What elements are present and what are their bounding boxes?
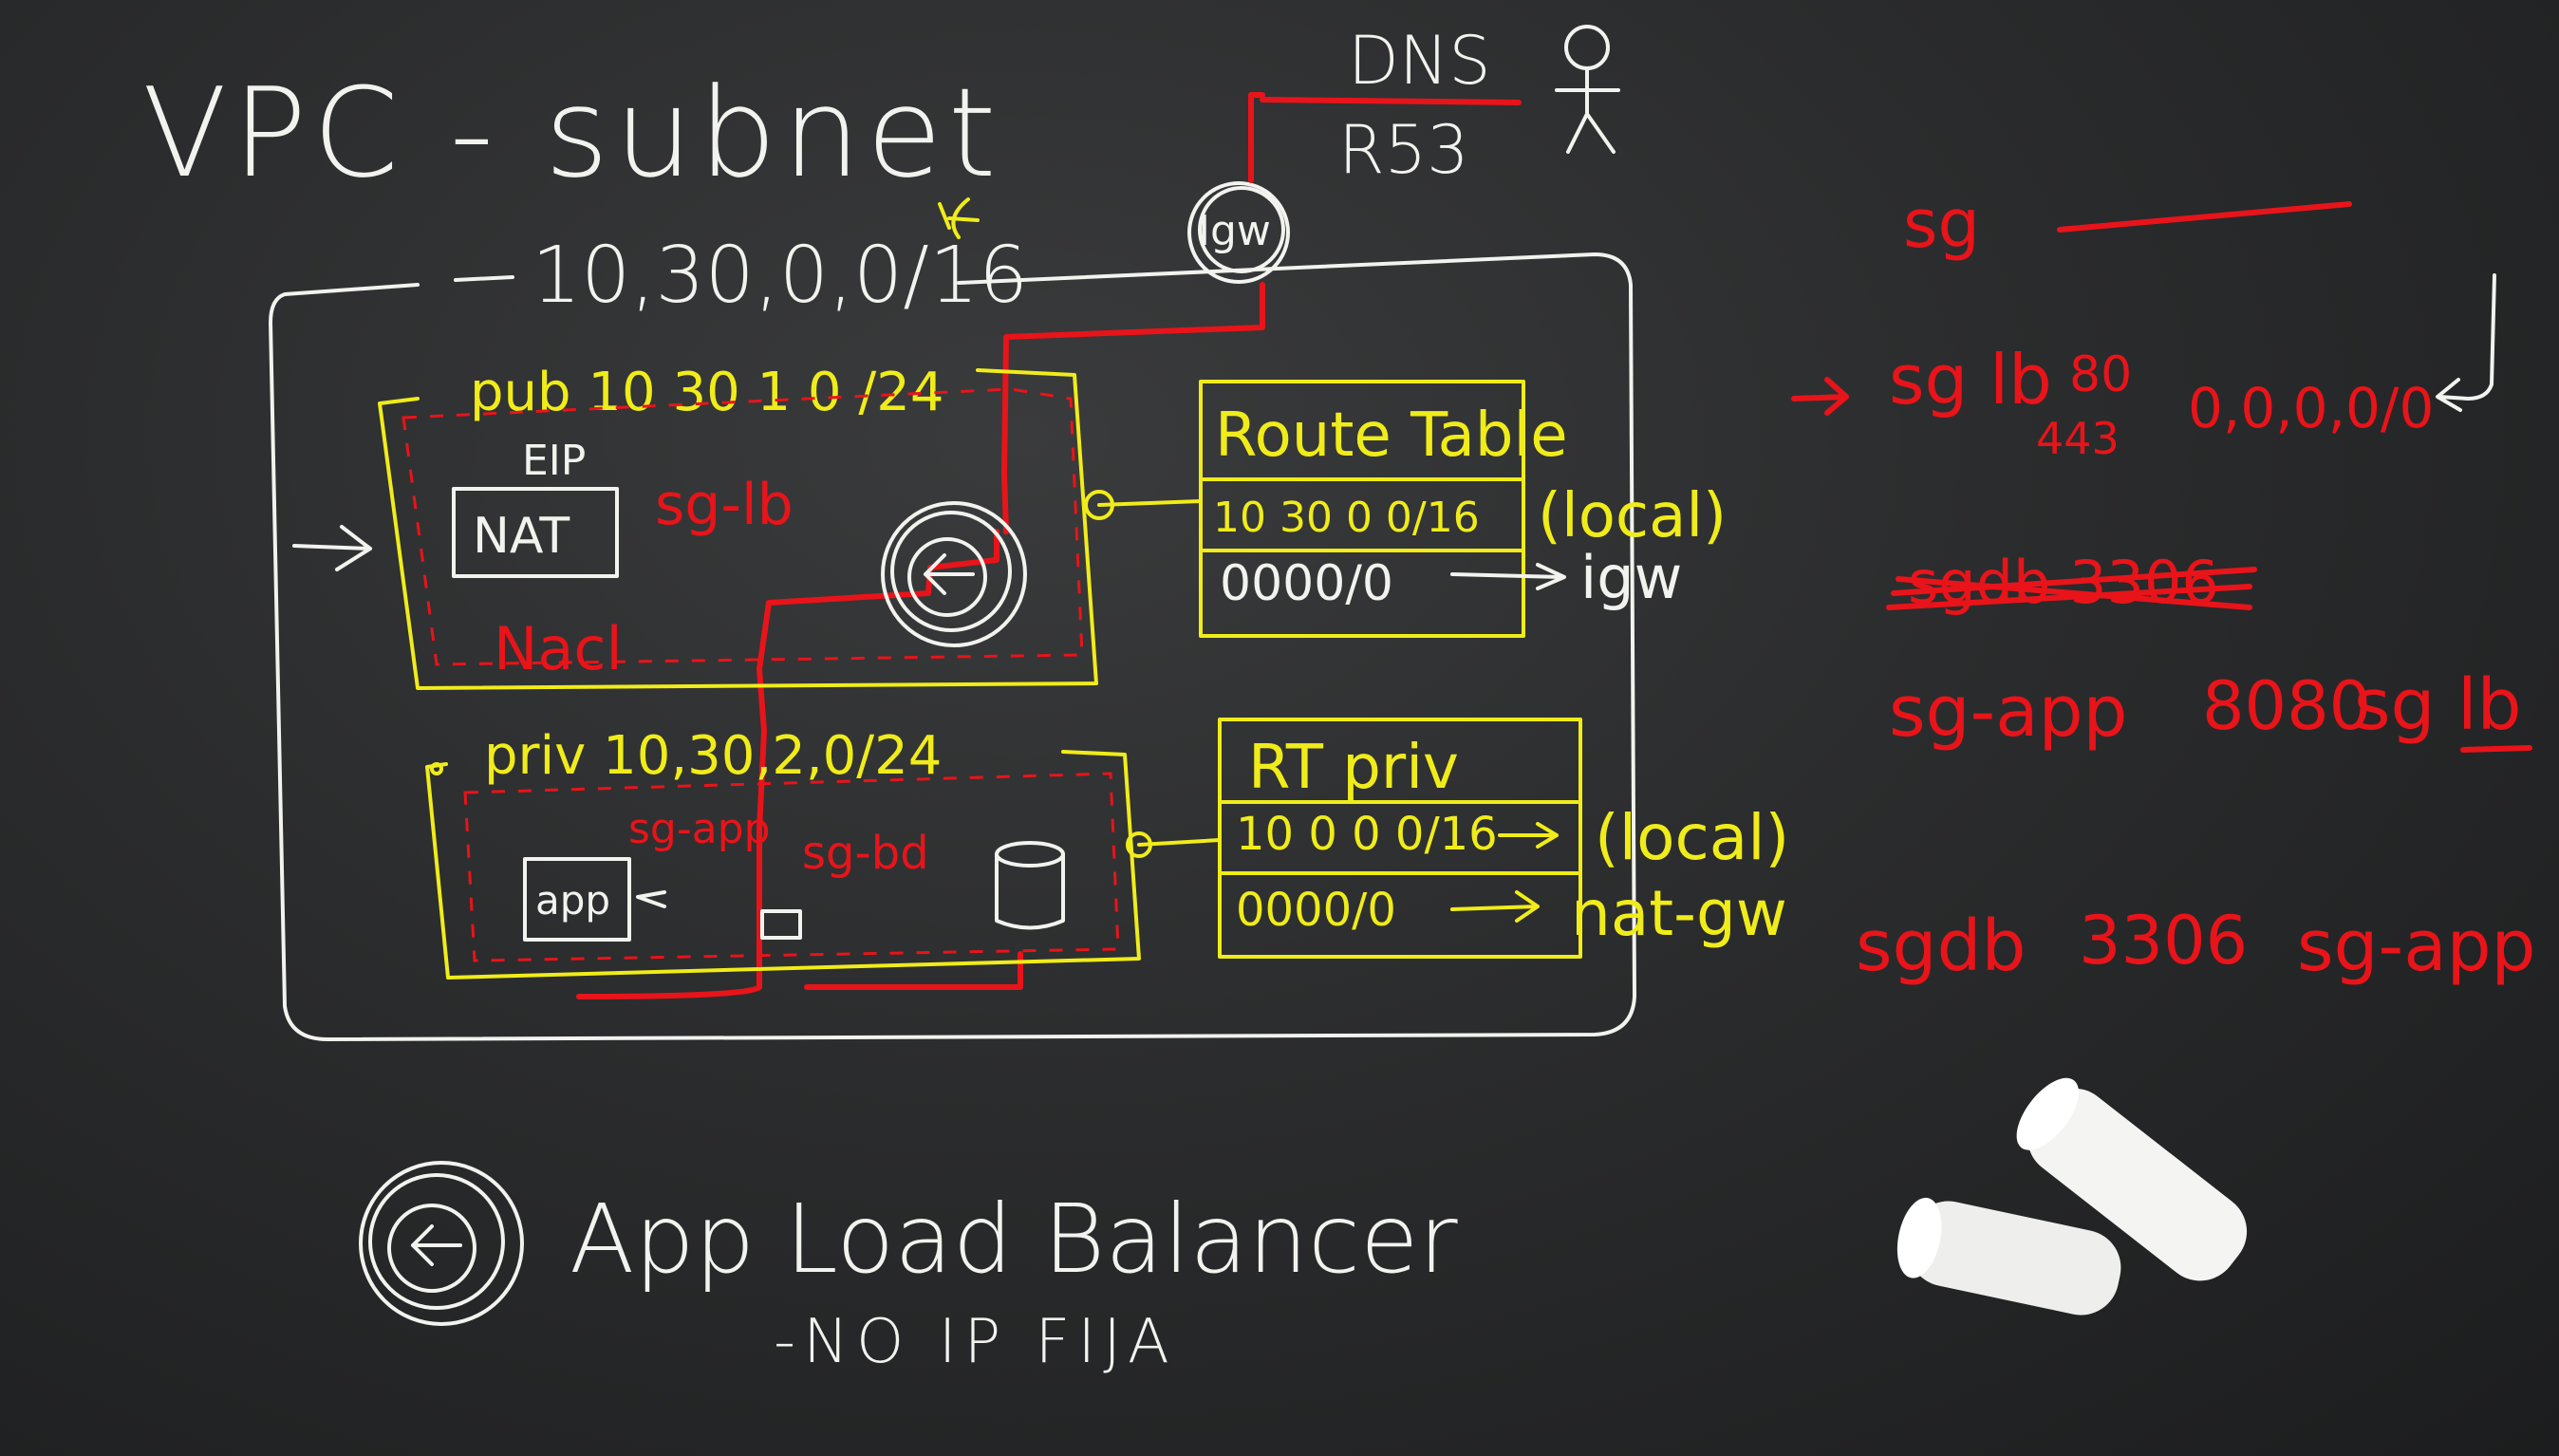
rt-priv-box	[1218, 718, 1582, 959]
sg-app-label: sg-app	[628, 805, 771, 853]
sg-lb-source: 0,0,0,0/0	[2188, 376, 2434, 440]
igw-label: Igw	[1198, 207, 1271, 255]
small-instance	[760, 909, 802, 940]
rt-row-2-target: igw	[1580, 543, 1682, 612]
vpc-cidr-dash	[454, 275, 514, 282]
route-table-box	[1199, 380, 1525, 638]
rt-row-1-target: (local)	[1538, 481, 1727, 551]
rt-priv-row-1-target: (local)	[1595, 801, 1789, 874]
rt-priv-row-2-dest: 0000/0	[1236, 884, 1396, 937]
public-rt-connector-dot	[1084, 490, 1114, 520]
nat-gateway-box	[452, 487, 619, 578]
public-subnet-boundary	[378, 368, 1098, 690]
private-rt-connector-dot	[1126, 831, 1152, 858]
sg-app-source-underline	[2460, 745, 2532, 753]
rt-row-2-dest: 0000/0	[1220, 555, 1393, 612]
app-server-box	[523, 857, 631, 942]
dns-label: DNS	[1348, 22, 1491, 100]
nat-label: NAT	[473, 508, 570, 565]
public-nacl-boundary	[402, 387, 1084, 666]
sg-lb-loop-arrow	[2436, 273, 2496, 412]
sg-lb-label: sg-lb	[655, 472, 794, 538]
alb-legend-label: App Load Balancer	[570, 1184, 1459, 1295]
private-subnet-dot	[430, 762, 443, 775]
sg-lb-arrow	[1791, 377, 1849, 416]
rt-priv-row-2-arrow	[1450, 890, 1540, 923]
sg-header: sg	[1903, 185, 1980, 263]
internet-gateway: Igw	[1187, 181, 1290, 284]
public-rt-connector	[1097, 499, 1203, 507]
rt-priv-title: RT priv	[1248, 733, 1459, 803]
sg-db-crossed-out: sgdb 3306	[1886, 548, 2257, 617]
sg-db-label: sg-bd	[802, 827, 929, 880]
rt-priv-row-1-arrow	[1498, 822, 1559, 849]
sg-header-line	[2057, 201, 2352, 233]
private-subnet-label: priv 10,30,2,0/24	[484, 725, 942, 787]
sg-db-port: 3306	[2079, 902, 2248, 980]
chalk-sticks	[1896, 1077, 2248, 1316]
entry-arrow	[292, 525, 372, 571]
dns-divider	[1260, 97, 1522, 105]
vpc-cidr-arrow	[938, 197, 980, 239]
private-nacl-boundary	[463, 772, 1120, 962]
alb-legend-icon	[359, 1161, 524, 1326]
route-table-title: Route Table	[1215, 401, 1568, 471]
alb-legend-note: -NO IP FIJA	[774, 1307, 1177, 1377]
nacl-label: Nacl	[494, 614, 623, 683]
sg-lb-name: sg lb	[1889, 340, 2052, 420]
app-label: app	[535, 877, 610, 924]
rt-row-1-dest: 10 30 0 0/16	[1213, 494, 1480, 542]
vpc-boundary	[269, 252, 1636, 1041]
r53-label: R53	[1338, 111, 1469, 189]
sg-app-source: sg lb	[2354, 664, 2522, 746]
sg-app-name: sg-app	[1889, 671, 2128, 753]
sg-lb-port-443: 443	[2036, 413, 2120, 464]
rt-priv-row-1-dest: 10 0 0 0/16	[1236, 808, 1498, 861]
public-subnet-label: pub 10 30 1 0 /24	[470, 362, 944, 423]
private-rt-connector	[1137, 838, 1222, 847]
sg-lb-port-80: 80	[2069, 346, 2132, 403]
sg-app-port: 8080	[2202, 667, 2371, 745]
load-balancer-icon	[881, 501, 1027, 647]
eip-label: EIP	[522, 437, 586, 485]
vpc-cidr: 10,30,0,0/16	[532, 231, 1028, 321]
traffic-path	[576, 92, 1265, 999]
rt-row-2-arrow	[1450, 563, 1566, 590]
diagram-title: VPC - subnet	[142, 61, 1002, 205]
rt-priv-row-2-target: nat-gw	[1571, 877, 1787, 950]
app-arrow	[636, 890, 666, 908]
sg-db-name: sgdb	[1856, 905, 2026, 987]
sg-db-source: sg-app	[2297, 905, 2536, 987]
user-figure	[1555, 25, 1620, 154]
private-subnet-boundary	[425, 750, 1141, 980]
database-icon	[995, 841, 1065, 930]
